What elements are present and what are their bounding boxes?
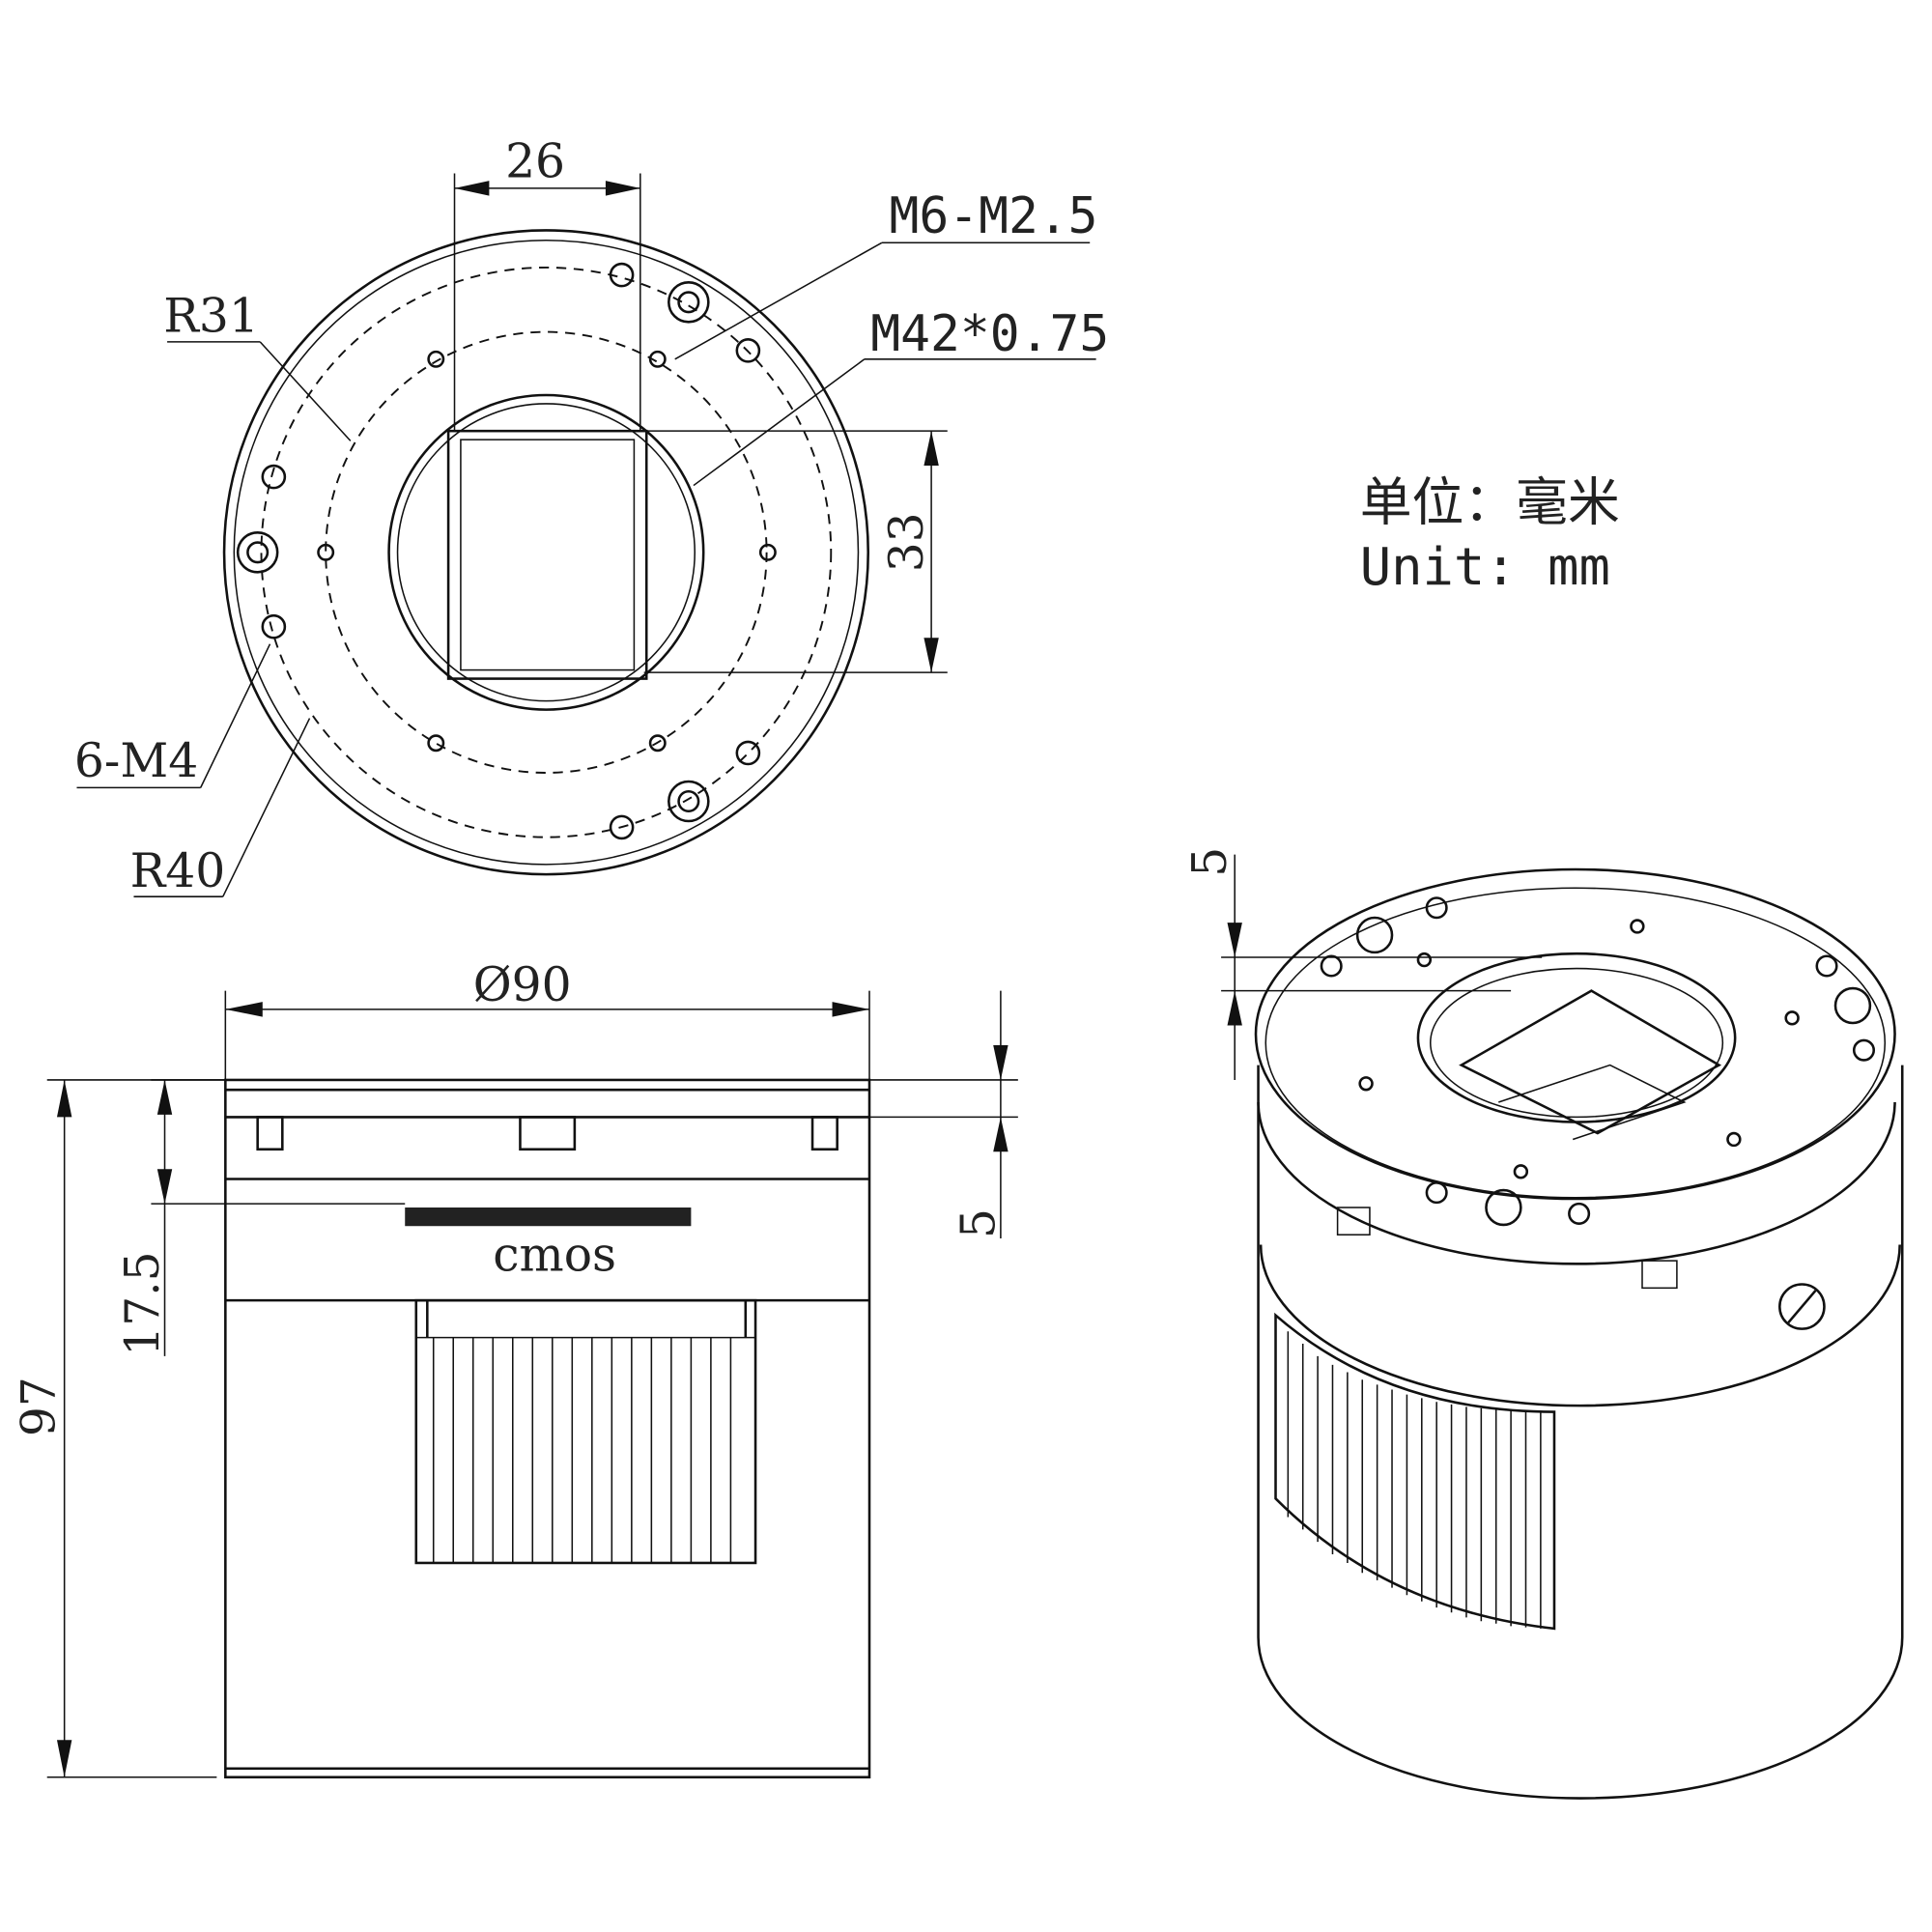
unit-label-cn: 单位：毫米 xyxy=(1360,471,1620,532)
cmos-label: cmos xyxy=(493,1228,616,1282)
cmos-sensor xyxy=(405,1208,692,1227)
label-6m4: 6-M4 xyxy=(74,734,198,788)
label-m6: M6-M2.5 xyxy=(890,187,1098,245)
dim-97: 97 xyxy=(12,1377,66,1436)
isometric-view: 5 xyxy=(1183,847,1904,1800)
dim-diameter: Ø90 xyxy=(473,958,572,1012)
top-view: 26 33 M6-M2.5 M42*0.75 R31 6-M4 R40 xyxy=(74,134,1109,898)
dim-33: 33 xyxy=(880,512,934,572)
dim-5-side: 5 xyxy=(952,1208,1006,1238)
dim-5-iso: 5 xyxy=(1183,847,1237,877)
mounting-holes xyxy=(236,262,777,840)
label-r31: R31 xyxy=(163,290,259,344)
cooling-fins xyxy=(432,1337,732,1563)
label-m42: M42*0.75 xyxy=(870,305,1109,363)
sensor-window xyxy=(446,429,648,680)
dim-26: 26 xyxy=(505,134,565,188)
dim-17-5: 17.5 xyxy=(116,1251,170,1355)
label-r40: R40 xyxy=(130,844,226,898)
unit-label-en: Unit: mm xyxy=(1360,536,1610,597)
side-view: cmos Ø90 97 17.5 5 xyxy=(12,958,1018,1779)
